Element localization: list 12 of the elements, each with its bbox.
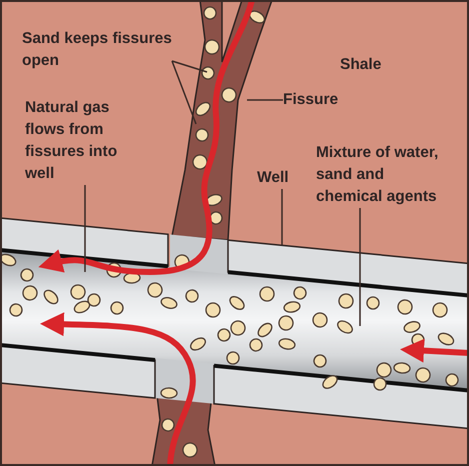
leader-line <box>84 185 86 272</box>
callout-text: Fissure <box>283 89 338 111</box>
callout-text: Mixture of water, sand and chemical agents <box>316 142 451 208</box>
region-label: Shale <box>340 55 382 75</box>
callout-text: Sand keeps fissures open <box>22 28 172 72</box>
leader-line <box>247 99 283 101</box>
callout-text: Natural gas flows from fissures into well <box>25 97 140 185</box>
leader-line <box>171 60 197 124</box>
callout-text: Well <box>257 167 289 189</box>
leader-line <box>359 208 361 326</box>
leader-line <box>172 60 208 73</box>
leader-line <box>281 189 283 245</box>
